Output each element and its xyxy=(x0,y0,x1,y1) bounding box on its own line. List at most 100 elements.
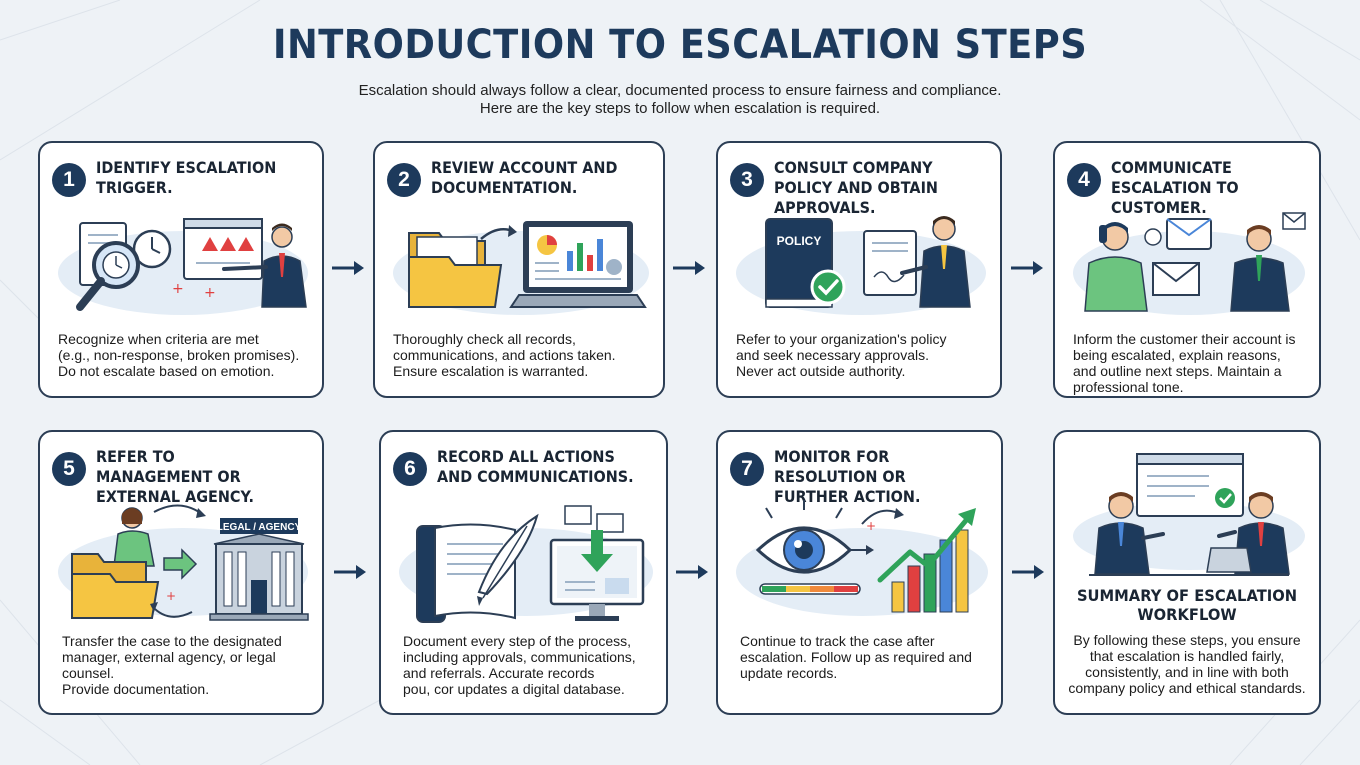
folder-icon xyxy=(408,232,503,308)
step-text-line: Document every step of the process, xyxy=(403,633,631,649)
step-number-badge: 1 xyxy=(52,163,86,197)
step-title: Consult company policy and obtain approv… xyxy=(774,158,938,217)
page-subtitle: Escalation should always follow a clear,… xyxy=(0,82,1360,118)
step-text-line: (e.g., non-response, broken promises). xyxy=(58,347,300,363)
step-text-line: communications, and actions taken. xyxy=(393,347,616,363)
monitor-download-icon xyxy=(549,505,645,621)
step-text-line: Inform the customer their account is xyxy=(1073,331,1296,347)
arrow-right-icon xyxy=(1011,261,1043,275)
step-text-line: being escalated, explain reasons, xyxy=(1073,347,1281,363)
step-title: Record all actions and communications. xyxy=(437,447,634,486)
screen-check-icon xyxy=(1136,453,1244,517)
step-text-line: Thoroughly check all records, xyxy=(393,331,576,347)
step-description: Refer to your organization's policy and … xyxy=(736,331,988,379)
step-text-line: and seek necessary approvals. xyxy=(736,347,929,363)
step-text-line: professional tone. xyxy=(1073,379,1184,395)
svg-text:+: + xyxy=(866,519,876,533)
step-4-illustration xyxy=(1073,212,1306,315)
step-text-line: and referrals. Accurate records xyxy=(403,665,595,681)
step-description: Inform the customer their account is bei… xyxy=(1073,331,1307,395)
summary-description: By following these steps, you ensure tha… xyxy=(1065,632,1309,696)
summary-title-line: SUMMARY OF ESCALATION xyxy=(1076,586,1298,605)
agent-icon xyxy=(1230,225,1290,312)
step-description: Transfer the case to the designated mana… xyxy=(62,633,310,697)
svg-text:+: + xyxy=(172,281,184,297)
step-text-line: Ensure escalation is warranted. xyxy=(393,363,589,379)
building-icon: LEGAL / AGENCY xyxy=(209,518,309,621)
step-text-line: escalation. Follow up as required and xyxy=(740,649,972,665)
ledger-quill-icon xyxy=(416,513,539,623)
step-card-7: 7 Monitor for resolution or further acti… xyxy=(716,430,1003,715)
building-label: LEGAL / AGENCY xyxy=(217,522,302,533)
step-text-line: Refer to your organization's policy xyxy=(736,331,947,347)
summary-text-line: that escalation is handled fairly, xyxy=(1089,648,1285,664)
step-6-illustration xyxy=(399,505,653,623)
step-1-illustration: + + xyxy=(58,218,308,315)
subtitle-line: Here are the key steps to follow when es… xyxy=(479,100,881,117)
step-description: Thoroughly check all records, communicat… xyxy=(393,331,651,379)
step-number-badge: 2 xyxy=(387,163,421,197)
folder-handoff-icon xyxy=(71,507,198,619)
step-title: Communicate escalation to customer. xyxy=(1111,158,1239,217)
laptop-chart-icon xyxy=(509,221,647,308)
step-card-5: 5 Refer to management or external agency… xyxy=(38,430,324,715)
summary-title: SUMMARY OF ESCALATION WORKFLOW xyxy=(1066,586,1309,624)
magnifier-clock-icon xyxy=(76,222,172,311)
arrow-right-icon xyxy=(334,565,366,579)
summary-text-line: company policy and ethical standards. xyxy=(1068,680,1306,696)
arrow-right-icon xyxy=(676,565,708,579)
step-7-illustration: + xyxy=(736,500,988,616)
eye-icon xyxy=(755,500,861,595)
step-card-2: 2 Review account and documentation. Th xyxy=(373,141,665,398)
summary-illustration xyxy=(1073,453,1305,576)
envelope-icon xyxy=(1144,212,1306,296)
svg-text:+: + xyxy=(204,285,216,301)
step-description: Document every step of the process, incl… xyxy=(403,633,654,697)
subtitle-line: Escalation should always follow a clear,… xyxy=(358,82,1002,99)
step-text-line: Continue to track the case after xyxy=(740,633,935,649)
step-card-4: 4 Communicate escalation to customer. In… xyxy=(1053,141,1321,398)
arrow-right-icon xyxy=(1012,565,1044,579)
step-number-badge: 4 xyxy=(1067,163,1101,197)
step-text-line: and outline next steps. Maintain a xyxy=(1073,363,1282,379)
arrow-right-icon xyxy=(673,261,705,275)
step-number-badge: 3 xyxy=(730,163,764,197)
step-description: Continue to track the case after escalat… xyxy=(740,633,989,681)
step-text-line: pou, ᴄor updates a digital database. xyxy=(403,681,625,697)
page-title: INTRODUCTION TO ESCALATION STEPS xyxy=(272,22,1088,68)
step-title: Review account and documentation. xyxy=(431,158,618,197)
step-text-line: update records. xyxy=(740,665,838,681)
step-title: Identify escalation trigger. xyxy=(96,158,277,197)
step-text-line: including approvals, communications, xyxy=(403,649,636,665)
step-3-illustration: POLICY xyxy=(736,216,986,315)
check-icon xyxy=(810,269,846,305)
step-number-badge: 5 xyxy=(52,452,86,486)
step-5-illustration: LEGAL / AGENCY + xyxy=(58,504,309,621)
svg-text:+: + xyxy=(166,589,176,603)
summary-text-line: By following these steps, you ensure xyxy=(1073,632,1301,648)
step-text-line: Never act outside authority. xyxy=(736,363,906,379)
step-2-illustration xyxy=(393,221,649,315)
arrow-right-icon xyxy=(332,261,364,275)
step-card-3: 3 Consult company policy and obtain appr… xyxy=(716,141,1002,398)
presenter-icon xyxy=(222,223,307,308)
step-title: Monitor for resolution or further action… xyxy=(774,447,921,506)
step-text-line: counsel. xyxy=(62,665,115,681)
step-text-line: Do not escalate based on emotion. xyxy=(58,363,275,379)
summary-card: SUMMARY OF ESCALATION WORKFLOW By follow… xyxy=(1053,430,1321,715)
signing-person-icon xyxy=(863,216,971,308)
summary-title-line: WORKFLOW xyxy=(1137,605,1237,624)
warning-icon xyxy=(183,218,263,280)
step-description: Recognize when criteria are met (e.g., n… xyxy=(58,331,310,379)
step-number-badge: 6 xyxy=(393,452,427,486)
policy-label: POLICY xyxy=(777,234,822,248)
step-card-6: 6 Record all actions and communications. xyxy=(379,430,668,715)
summary-text-line: consistently, and in line with both xyxy=(1085,664,1289,680)
meeting-icon xyxy=(1094,492,1290,575)
step-title: Refer to management or external agency. xyxy=(96,447,255,506)
growth-chart-icon xyxy=(877,508,976,613)
step-text-line: Transfer the case to the designated xyxy=(62,633,282,649)
phone-person-icon xyxy=(1084,222,1148,312)
step-text-line: Recognize when criteria are met xyxy=(58,331,259,347)
step-text-line: manager, external agency, or legal xyxy=(62,649,276,665)
